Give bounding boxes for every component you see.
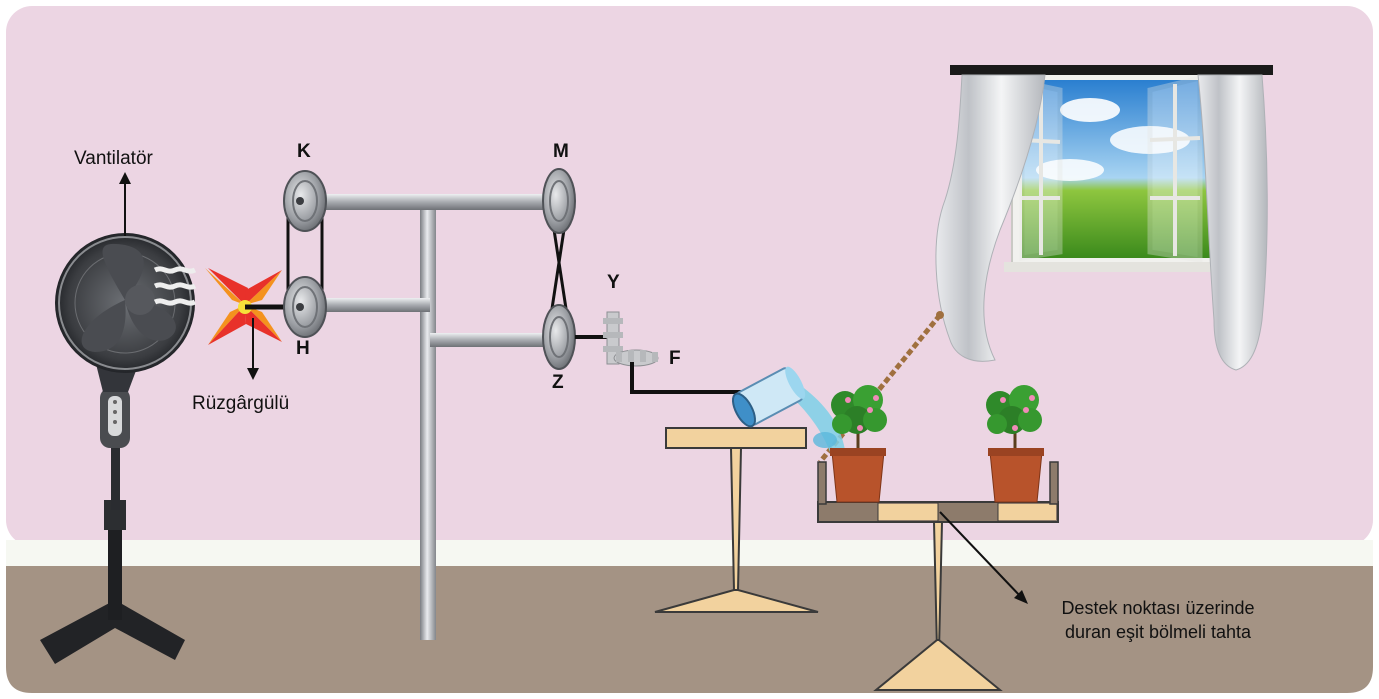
support-board-label-line2: duran eşit bölmeli tahta (1030, 620, 1286, 644)
pinwheel-label: Rüzgârgülü (192, 393, 289, 415)
pulley-m (543, 169, 575, 233)
gear-y-label: Y (607, 272, 620, 294)
pulley-h (284, 277, 326, 337)
fan-label: Vantilatör (74, 148, 153, 170)
pulley-h-label: H (296, 338, 310, 360)
pulley-k (284, 171, 326, 231)
pulley-z-label: Z (552, 372, 564, 394)
pulley-m-label: M (553, 141, 569, 163)
gear-f (614, 350, 658, 366)
pulley-z (543, 305, 575, 369)
baseboard (6, 540, 1373, 568)
gear-f-label: F (669, 348, 681, 370)
support-board-label-line1: Destek noktası üzerinde (1030, 596, 1286, 620)
curtain-rod (950, 65, 1273, 75)
support-board-label: Destek noktası üzerinde duran eşit bölme… (1030, 596, 1286, 644)
pulley-k-label: K (297, 141, 311, 163)
